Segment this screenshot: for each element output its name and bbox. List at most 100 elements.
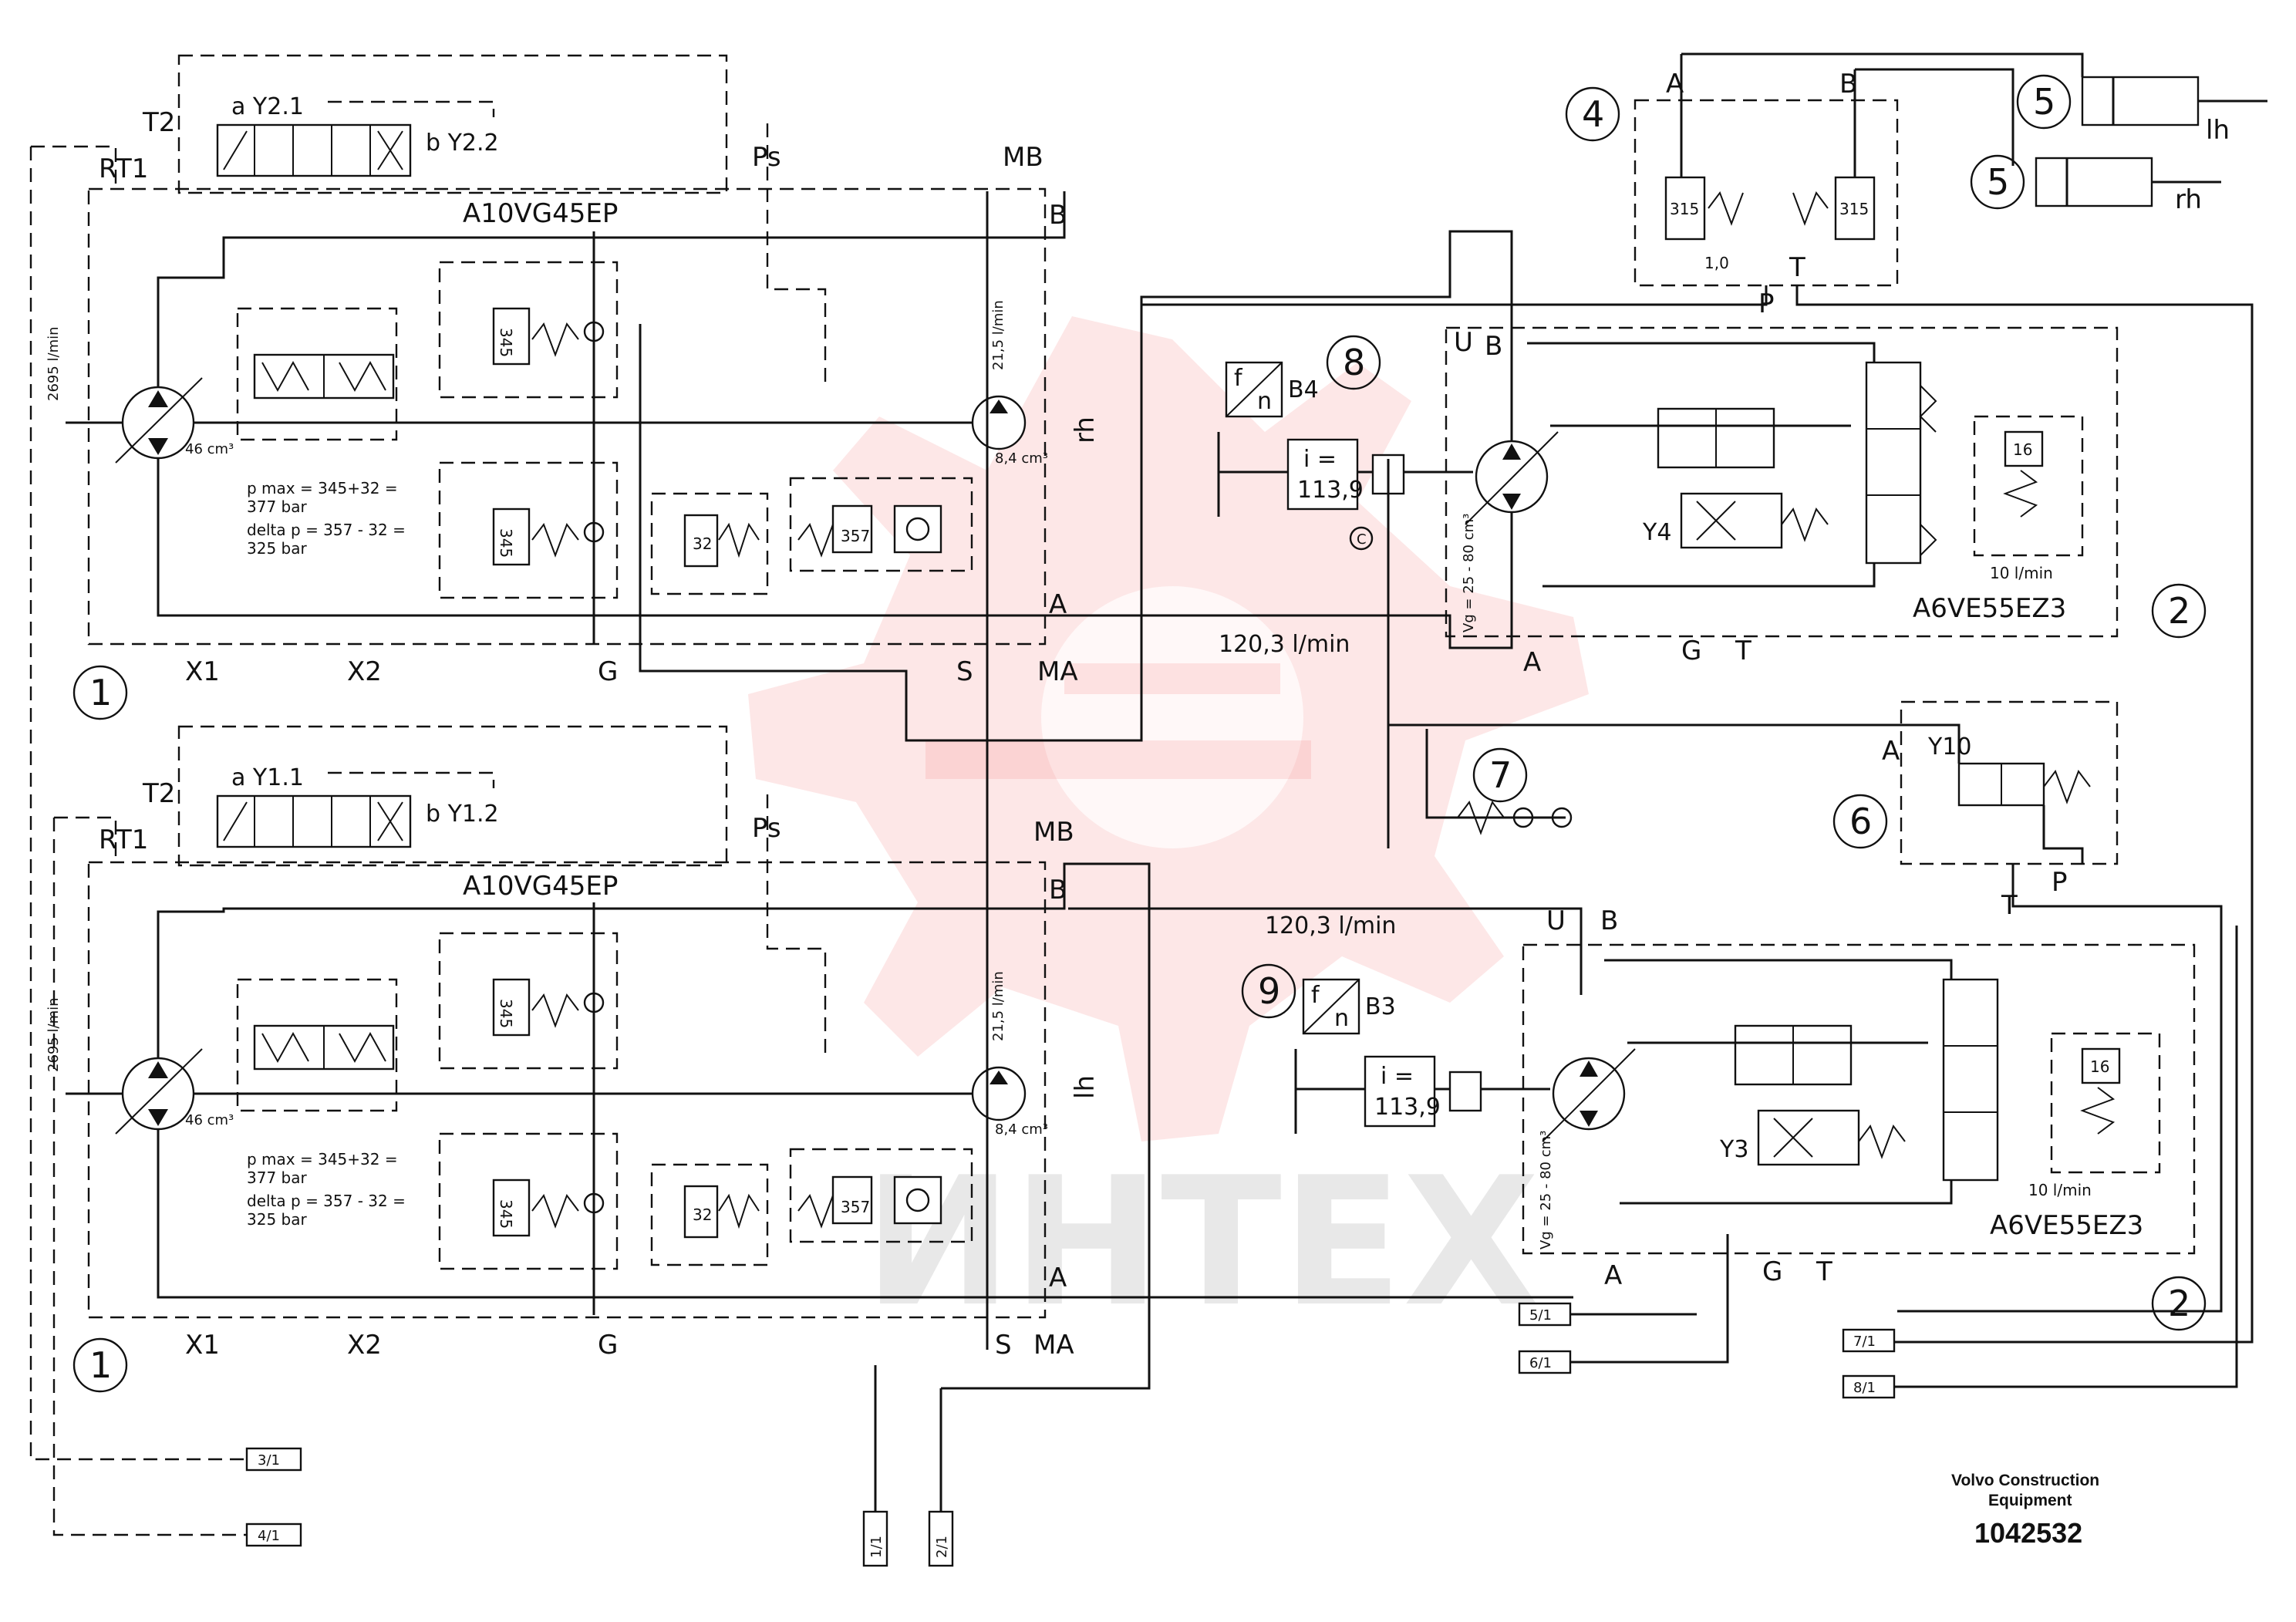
relief-2-bottom: 345 bbox=[497, 1199, 515, 1229]
cylinder-side-lh: lh bbox=[2206, 115, 2230, 146]
side-label-top: rh bbox=[1070, 416, 1101, 443]
motor-port-t-top: T bbox=[1735, 636, 1752, 666]
brake-port-a: A bbox=[1882, 736, 1900, 767]
port-t2-bottom: T2 bbox=[142, 778, 175, 809]
brake-port-p: P bbox=[2052, 867, 2068, 898]
motor-port-u-top: U bbox=[1454, 327, 1473, 358]
port-x2-bottom: X2 bbox=[347, 1330, 382, 1361]
watermark-logo: ИНТЕХ bbox=[748, 316, 1589, 1346]
steering-port-b: B bbox=[1839, 69, 1857, 99]
pump-model-top: A10VG45EP bbox=[463, 198, 618, 229]
steering-block: 315 315 1,0 A B P T 4 lh 5 rh 5 bbox=[1141, 52, 2267, 1344]
motor-vg-top: Vg = 25 - 80 cm³ bbox=[1461, 514, 1477, 632]
charge-pump-symbol-top bbox=[971, 395, 1027, 450]
motor-port-a-bottom: A bbox=[1604, 1260, 1622, 1291]
relief-1-bottom: 345 bbox=[497, 999, 515, 1028]
port-b-bottom: B bbox=[1049, 875, 1067, 905]
connector-1-1: 1/1 bbox=[868, 1536, 885, 1558]
displacement-bottom: 46 cm³ bbox=[185, 1112, 234, 1128]
motor-port-a-top: A bbox=[1523, 647, 1541, 678]
port-b-top: B bbox=[1049, 200, 1067, 231]
relief-charge-top: 32 bbox=[693, 534, 712, 553]
callout-circle-2-top bbox=[2151, 583, 2207, 639]
motor-model-bottom: A6VE55EZ3 bbox=[1990, 1210, 2143, 1241]
steering-orifice: 1,0 bbox=[1704, 254, 1729, 272]
steering-relief-2: 315 bbox=[1839, 200, 1869, 218]
callout-circle-7 bbox=[1472, 747, 1528, 803]
port-r-top: R bbox=[99, 153, 117, 184]
callout-5-lh: 5 bbox=[2033, 81, 2055, 123]
charge-pump-symbol-bottom bbox=[971, 1066, 1027, 1121]
charge-disp-bottom: 8,4 cm³ bbox=[995, 1121, 1048, 1138]
watermark-text: ИНТЕХ bbox=[864, 1140, 1539, 1346]
sensor-n-top: n bbox=[1257, 388, 1272, 415]
callout-2-bottom: 2 bbox=[2168, 1283, 2190, 1324]
part-number: 1042532 bbox=[1974, 1517, 2082, 1549]
steering-port-a: A bbox=[1666, 69, 1684, 99]
motor-port-g-top: G bbox=[1681, 636, 1701, 666]
sensor-label-bottom: B3 bbox=[1365, 993, 1396, 1020]
port-x1-bottom: X1 bbox=[185, 1330, 220, 1361]
port-mb-top: MB bbox=[1003, 142, 1043, 173]
port-ps-top: Ps bbox=[752, 142, 781, 173]
callout-circle-6 bbox=[1832, 794, 1888, 849]
relief-2-top: 345 bbox=[497, 528, 515, 558]
cylinder-rh bbox=[2035, 157, 2153, 207]
port-ps-bottom: Ps bbox=[752, 813, 781, 844]
port-s-top: S bbox=[956, 656, 973, 687]
relief-1-top: 345 bbox=[497, 328, 515, 357]
callout-8: 8 bbox=[1343, 342, 1365, 383]
company-line-1: Volvo Construction bbox=[1951, 1472, 2099, 1489]
cylinder-side-rh: rh bbox=[2175, 184, 2202, 215]
relief-charge-bottom: 32 bbox=[693, 1206, 712, 1224]
port-r-bottom: R bbox=[99, 824, 117, 855]
relief-357-top: 357 bbox=[841, 527, 870, 545]
motor-flow-bottom: 10 l/min bbox=[2028, 1181, 2092, 1199]
valve-label-a-bottom: a Y1.1 bbox=[231, 764, 304, 791]
port-ma-top: MA bbox=[1037, 656, 1078, 687]
sensor-f-top: f bbox=[1234, 365, 1243, 392]
relief-357-bottom: 357 bbox=[841, 1198, 870, 1216]
port-t2-top: T2 bbox=[142, 107, 175, 138]
brake-valve: Y10 A T P 6 7 bbox=[1387, 459, 2223, 1313]
callout-9: 9 bbox=[1258, 970, 1280, 1012]
callout-circle-9 bbox=[1241, 963, 1296, 1019]
connector-tags: 1/1 2/1 3/1 4/1 5/1 6/1 7/1 8/1 bbox=[245, 926, 2238, 1567]
gear-label-top: i = bbox=[1303, 446, 1337, 473]
charge-flow-top: 21,5 l/min bbox=[990, 300, 1006, 370]
port-x1-top: X1 bbox=[185, 656, 220, 687]
callout-4: 4 bbox=[1582, 93, 1604, 135]
callout-2-top: 2 bbox=[2168, 590, 2190, 632]
motor-port-t-bottom: T bbox=[1816, 1256, 1832, 1287]
sensor-f-bottom: f bbox=[1311, 982, 1320, 1009]
connector-5-1: 5/1 bbox=[1529, 1307, 1552, 1324]
gear-label-bottom: i = bbox=[1381, 1063, 1414, 1090]
side-label-bottom: lh bbox=[1070, 1075, 1101, 1099]
callout-6: 6 bbox=[1849, 801, 1872, 842]
motor-port-b-bottom: B bbox=[1600, 905, 1618, 936]
callout-7: 7 bbox=[1489, 754, 1512, 796]
connector-7-1: 7/1 bbox=[1853, 1334, 1876, 1350]
port-x2-top: X2 bbox=[347, 656, 382, 687]
connector-8-1: 8/1 bbox=[1853, 1380, 1876, 1396]
motor-unit-bottom: Vg = 25 - 80 cm³ Y3 16 10 l/min A6VE55EZ… bbox=[1241, 905, 2207, 1331]
flow-line-top: 120,3 l/min bbox=[1219, 631, 1350, 658]
note-2-top: 377 bar bbox=[247, 497, 307, 516]
motor-relief-top: 16 bbox=[2013, 440, 2032, 459]
port-mb-bottom: MB bbox=[1033, 817, 1074, 848]
motor-solenoid-bottom: Y3 bbox=[1719, 1136, 1748, 1163]
pump-unit-bottom: a Y1.1 b Y1.2 T2 R T1 A10VG45EP 2695 l/m… bbox=[46, 725, 1583, 1393]
port-g-top: G bbox=[598, 656, 618, 687]
note-2-bottom: 377 bar bbox=[247, 1168, 307, 1187]
note-1-bottom: p max = 345+32 = bbox=[247, 1150, 398, 1168]
steering-relief-1: 315 bbox=[1670, 200, 1699, 218]
brake-solenoid: Y10 bbox=[1927, 733, 1972, 760]
steering-port-t: T bbox=[1789, 252, 1805, 283]
callout-circle-1-bottom bbox=[72, 1337, 128, 1393]
port-a-bottom: A bbox=[1049, 1263, 1067, 1293]
motor-relief-bottom: 16 bbox=[2090, 1057, 2109, 1076]
gear-ratio-bottom: 113,9 bbox=[1374, 1094, 1441, 1121]
port-g-bottom: G bbox=[598, 1330, 618, 1361]
callout-circle-2-bottom bbox=[2151, 1276, 2207, 1331]
